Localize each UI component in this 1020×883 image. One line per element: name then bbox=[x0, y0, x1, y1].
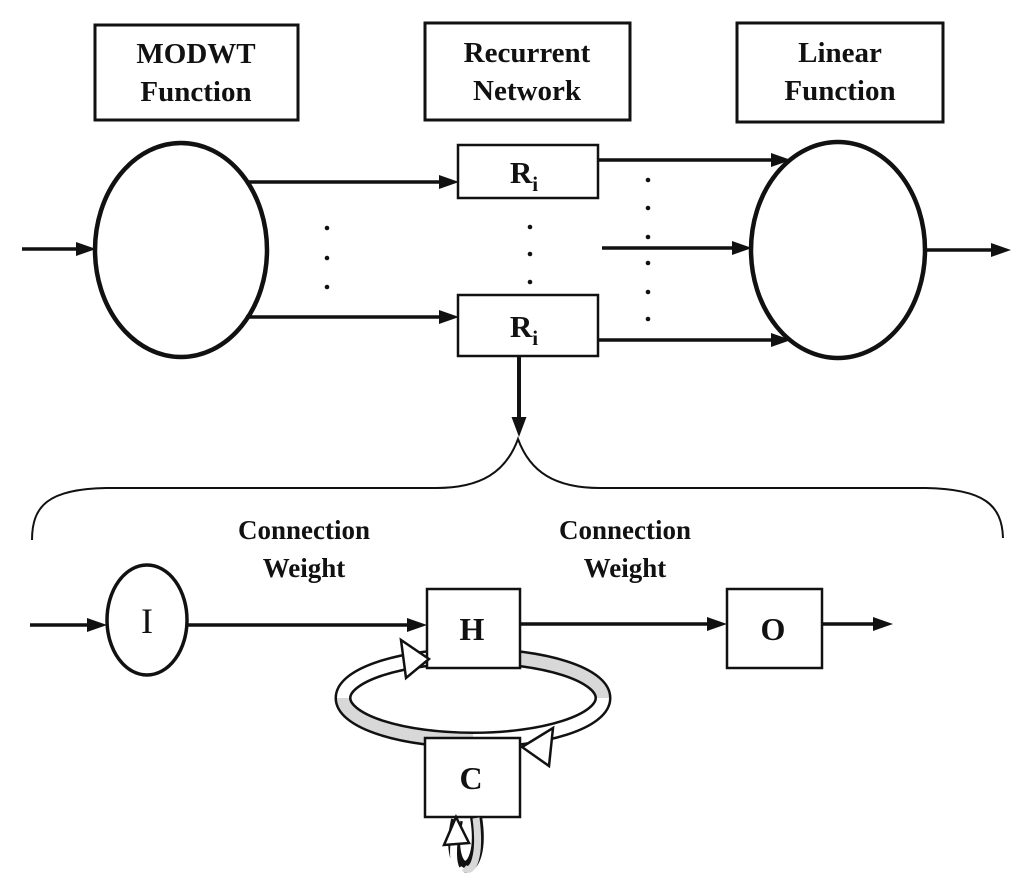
header-row: MODWT Function Recurrent Network Linear … bbox=[93, 21, 945, 124]
linear-function-label-line1: Linear bbox=[798, 37, 882, 69]
recurrent-unit-bottom: Ri bbox=[456, 293, 600, 358]
loop-arrow-into-context bbox=[519, 725, 555, 769]
ribbon-bottom-right-white bbox=[472, 696, 609, 746]
main-flow: Ri Ri bbox=[22, 139, 1011, 361]
linear-function-rect bbox=[735, 21, 945, 124]
input-arrow-head bbox=[76, 242, 96, 256]
linear-function-label-line2: Function bbox=[784, 75, 895, 107]
recurrent-network-box: Recurrent Network bbox=[423, 21, 632, 122]
rtop-to-linear-head bbox=[771, 153, 791, 167]
recurrent-network-label-line1: Recurrent bbox=[464, 37, 591, 69]
output-node-label: O bbox=[761, 611, 786, 647]
recurrent-unit-bottom-rect bbox=[456, 293, 600, 358]
recurrent-unit-top-label: Ri bbox=[510, 155, 538, 196]
context-node-label: C bbox=[459, 760, 482, 796]
dot bbox=[527, 251, 533, 257]
connection-weight-right-line2: Weight bbox=[584, 553, 667, 583]
recurrent-unit-top-label-sub: i bbox=[532, 172, 538, 196]
recurrent-unit-bottom-label-main: R bbox=[510, 309, 533, 344]
modwt-to-rtop-head bbox=[439, 175, 459, 189]
rbottom-to-linear-head bbox=[771, 333, 791, 347]
dot bbox=[324, 284, 330, 290]
dot bbox=[527, 224, 533, 230]
context-node-rect bbox=[423, 736, 522, 819]
output-arrow-head bbox=[991, 243, 1011, 257]
ellipsis-dots-right bbox=[645, 177, 651, 322]
dot bbox=[645, 177, 651, 183]
sub-input-arrow-head bbox=[87, 618, 107, 632]
modwt-node-ellipse bbox=[92, 140, 270, 360]
modwt-function-box: MODWT Function bbox=[93, 23, 300, 122]
self-loop-arrow-into-context bbox=[442, 814, 471, 847]
ribbon-bottom-left-shaded bbox=[337, 696, 474, 746]
sub-output-arrow-head bbox=[873, 617, 893, 631]
expansion-brace bbox=[31, 436, 1004, 541]
hidden-node-label: H bbox=[460, 611, 485, 647]
hidden-node-rect bbox=[425, 587, 522, 670]
ellipsis-dots-middle bbox=[527, 224, 533, 285]
connection-weight-right-line1: Connection bbox=[559, 515, 691, 545]
dot bbox=[324, 255, 330, 261]
expand-arrow-head bbox=[511, 417, 527, 437]
dot bbox=[645, 316, 651, 322]
subnetwork: Connection Weight Connection Weight I H bbox=[30, 515, 893, 875]
linear-function-box: Linear Function bbox=[735, 21, 945, 124]
recurrent-unit-top-rect bbox=[456, 143, 600, 200]
dot bbox=[645, 260, 651, 266]
dot bbox=[645, 289, 651, 295]
recurrent-unit-top-label-main: R bbox=[510, 155, 533, 190]
output-node: O bbox=[725, 587, 824, 670]
recurrent-network-rect bbox=[423, 21, 632, 122]
dot bbox=[324, 225, 330, 231]
ellipsis-dots-left bbox=[324, 225, 330, 290]
modwt-to-rbottom-head bbox=[439, 310, 459, 324]
linear-node-ellipse bbox=[748, 139, 928, 361]
input-node-label: I bbox=[141, 601, 153, 641]
loop-arrow-into-hidden bbox=[399, 637, 432, 681]
input-node-ellipse bbox=[105, 563, 189, 677]
recurrent-unit-bottom-label-sub: i bbox=[532, 326, 538, 350]
output-node-rect bbox=[725, 587, 824, 670]
connection-weight-left-line2: Weight bbox=[263, 553, 346, 583]
dot bbox=[645, 205, 651, 211]
rmid-to-linear-head bbox=[732, 241, 752, 255]
self-loop-right-shaded bbox=[461, 817, 482, 873]
h-to-o-head bbox=[707, 617, 727, 631]
modwt-function-label-line2: Function bbox=[140, 76, 251, 108]
dot bbox=[645, 234, 651, 240]
recurrent-network-label-line2: Network bbox=[473, 75, 582, 107]
connection-weight-left-line1: Connection bbox=[238, 515, 370, 545]
modwt-function-rect bbox=[93, 23, 300, 122]
dot bbox=[527, 279, 533, 285]
i-to-h-head bbox=[407, 618, 427, 632]
modwt-function-label-line1: MODWT bbox=[136, 38, 255, 70]
recurrent-unit-top: Ri bbox=[456, 143, 600, 200]
recurrent-unit-bottom-label: Ri bbox=[510, 309, 538, 350]
expansion bbox=[31, 357, 1004, 541]
hidden-node: H bbox=[425, 587, 522, 670]
context-node: C bbox=[423, 736, 522, 819]
